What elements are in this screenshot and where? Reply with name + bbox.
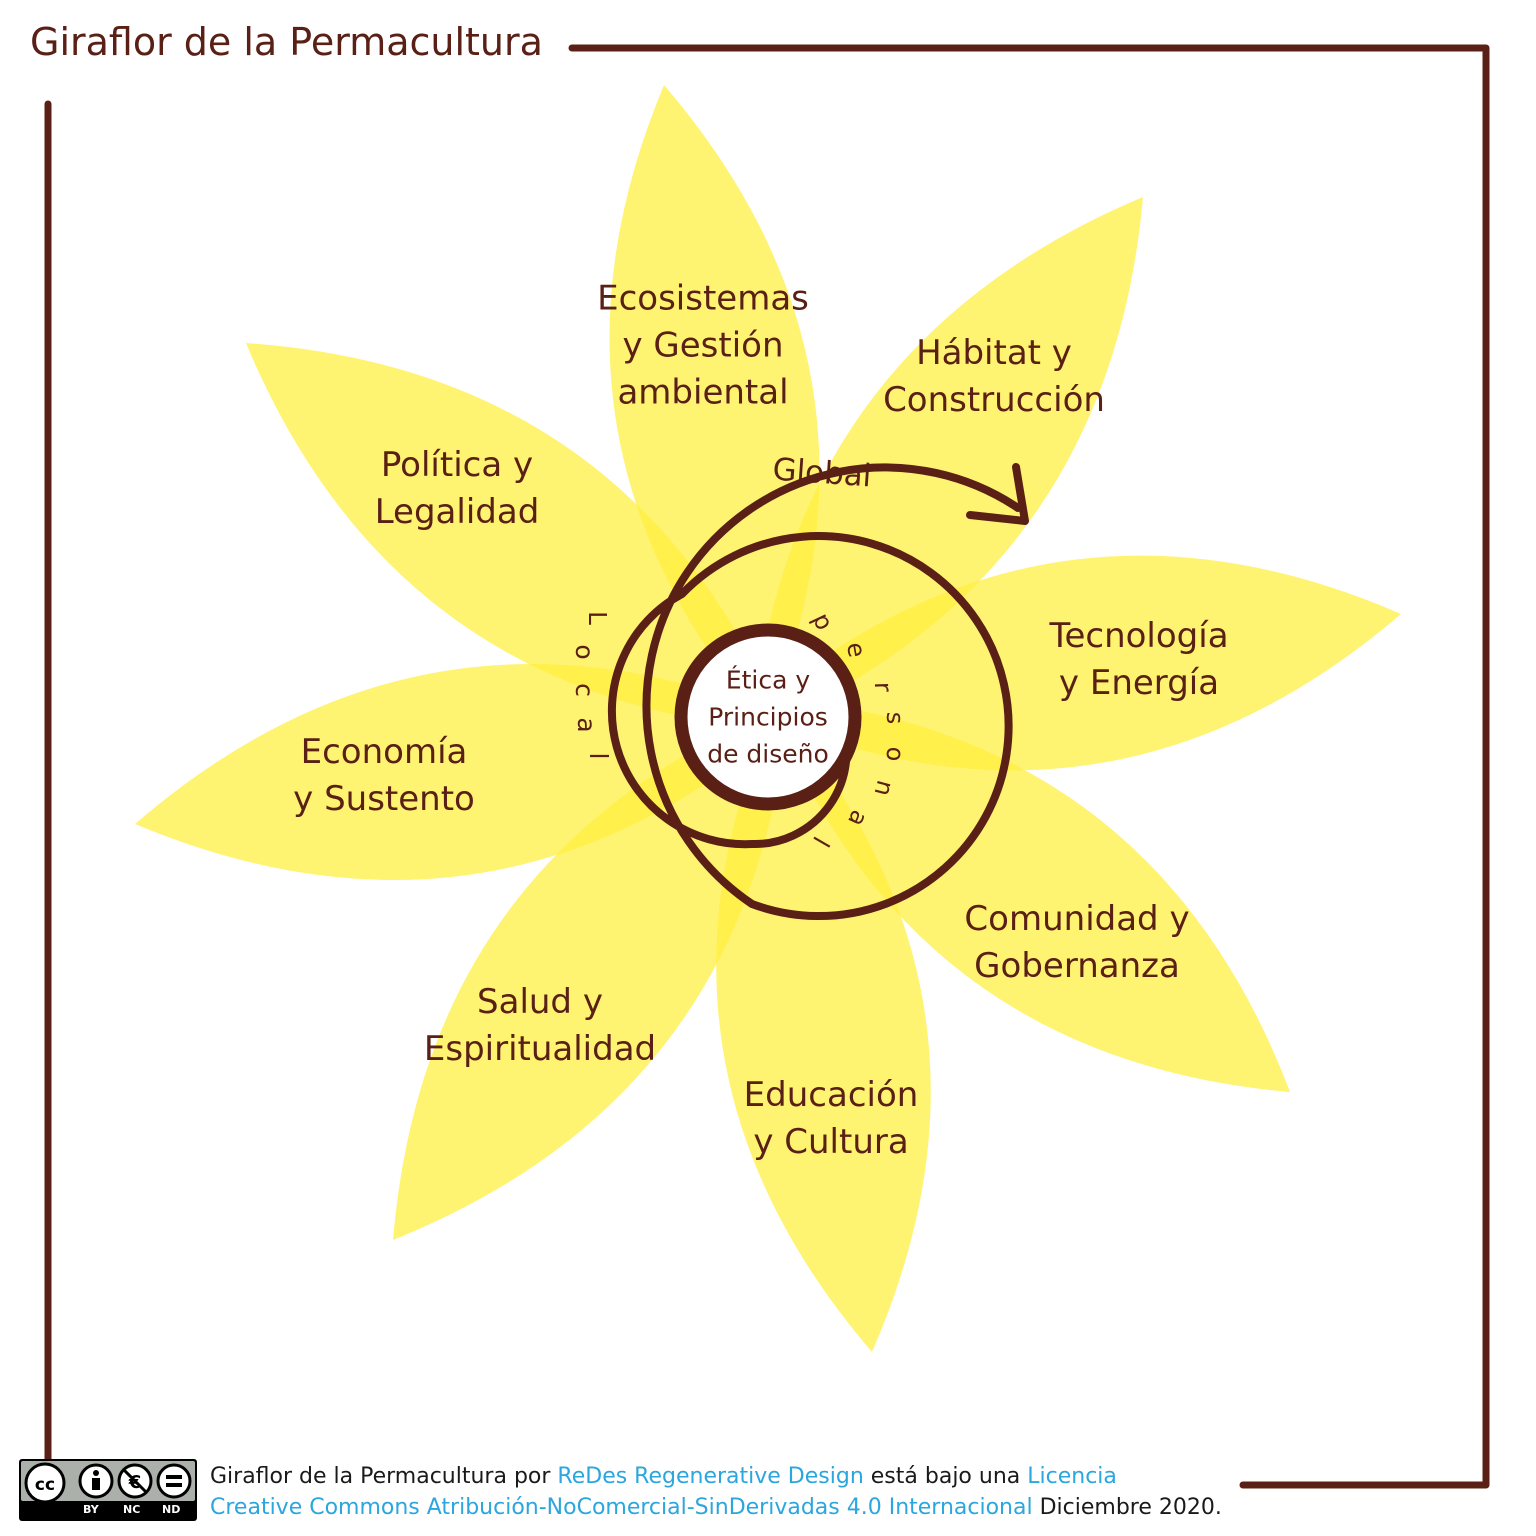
footer-line-2: Creative Commons Atribución-NoComercial-…	[210, 1492, 1222, 1523]
petal-label-habitat: Hábitat y Construcción	[883, 330, 1105, 424]
personal-letter: r	[869, 682, 897, 693]
local-letter: L	[583, 611, 612, 625]
personal-letter: s	[881, 712, 909, 725]
spiral: Global	[607, 452, 1029, 921]
global-label: Global	[771, 452, 872, 495]
petal-label-line: Espiritualidad	[423, 1029, 657, 1069]
petal-label-line: Hábitat y	[916, 333, 1072, 373]
center-circle	[674, 623, 862, 811]
petal-label-politica: Política y Legalidad	[375, 442, 540, 536]
petal-label-line: y Sustento	[293, 779, 475, 819]
footer-attribution: Giraflor de la Permacultura por ReDes Re…	[210, 1461, 1222, 1523]
petal-comunidad	[768, 697, 1290, 1092]
cc-badge-icons: cc €	[21, 1461, 195, 1504]
petal-educacion	[716, 705, 931, 1352]
petal-label-salud: Salud y Espiritualidad	[424, 979, 656, 1073]
license-link[interactable]: Licencia	[1027, 1464, 1117, 1489]
svg-text:cc: cc	[35, 1475, 55, 1495]
petal-label-line: Ecosistemas	[597, 278, 809, 319]
center-label: Ética y Principios de diseño	[707, 662, 829, 773]
center-line: Ética y	[725, 665, 811, 695]
petal-label-economia: Economía y Sustento	[293, 729, 475, 823]
footer-text: está bajo una	[863, 1464, 1028, 1489]
local-letter: o	[570, 644, 599, 659]
nc-icon: €	[117, 1463, 153, 1499]
author-link[interactable]: ReDes Regenerative Design	[557, 1464, 864, 1489]
petal-tecnologia	[752, 555, 1401, 771]
petal-label-line: Gobernanza	[974, 946, 1180, 986]
badge-nc: NC	[123, 1503, 141, 1516]
badge-by: BY	[83, 1503, 99, 1516]
petal-label-comunidad: Comunidad y Gobernanza	[964, 896, 1189, 990]
local-letter: l	[584, 753, 613, 760]
local-label: Lo c a l	[570, 611, 613, 759]
footer-date: Diciembre 2020.	[1032, 1495, 1222, 1520]
by-icon	[78, 1463, 114, 1499]
local-letter: c	[570, 683, 599, 697]
petal-label-line: Tecnología	[1049, 616, 1229, 656]
local-letter: a	[572, 717, 601, 732]
petal-label-line: Construcción	[883, 380, 1105, 420]
petal-economia	[135, 663, 790, 881]
center-line: de diseño	[707, 739, 829, 769]
petal-politica	[246, 343, 785, 730]
page-title: Giraflor de la Permacultura	[30, 20, 543, 64]
cc-license-badge[interactable]: cc € BY NC ND	[19, 1459, 197, 1521]
personal-letter: n	[868, 777, 899, 799]
petal-label-line: Comunidad y	[964, 899, 1190, 939]
frame-top-right	[568, 44, 1490, 1489]
personal-letter: o	[880, 746, 909, 763]
footer-text: Giraflor de la Permacultura por	[210, 1464, 558, 1489]
petal-label-line: y Cultura	[753, 1122, 909, 1162]
petal-habitat	[752, 197, 1143, 732]
nd-icon	[156, 1463, 192, 1499]
badge-nd: ND	[162, 1503, 181, 1516]
petal-label-ecosistemas: Ecosistemas y Gestión ambiental	[597, 276, 809, 417]
petal-label-line: Economía	[300, 732, 468, 772]
petal-label-educacion: Educación y Cultura	[744, 1072, 919, 1166]
footer-line-1: Giraflor de la Permacultura por ReDes Re…	[210, 1461, 1222, 1492]
petal-label-tecnologia: Tecnología y Energía	[1049, 613, 1228, 707]
petal-label-line: y Energía	[1058, 663, 1220, 703]
petal-label-line: Legalidad	[374, 492, 540, 532]
center-line: Principios	[708, 702, 828, 732]
petal-label-line: ambiental	[617, 372, 789, 413]
petal-label-line: Salud y	[477, 982, 603, 1022]
cc-icon: cc	[24, 1462, 66, 1504]
license-link-name[interactable]: Creative Commons Atribución-NoComercial-…	[210, 1495, 1033, 1520]
personal-letter: e	[841, 640, 871, 659]
spiral-arrowhead	[966, 463, 1029, 525]
petal-label-line: Política y	[380, 445, 534, 485]
petal-label-line: y Gestión	[622, 325, 784, 366]
petal-label-line: Educación	[743, 1075, 919, 1115]
